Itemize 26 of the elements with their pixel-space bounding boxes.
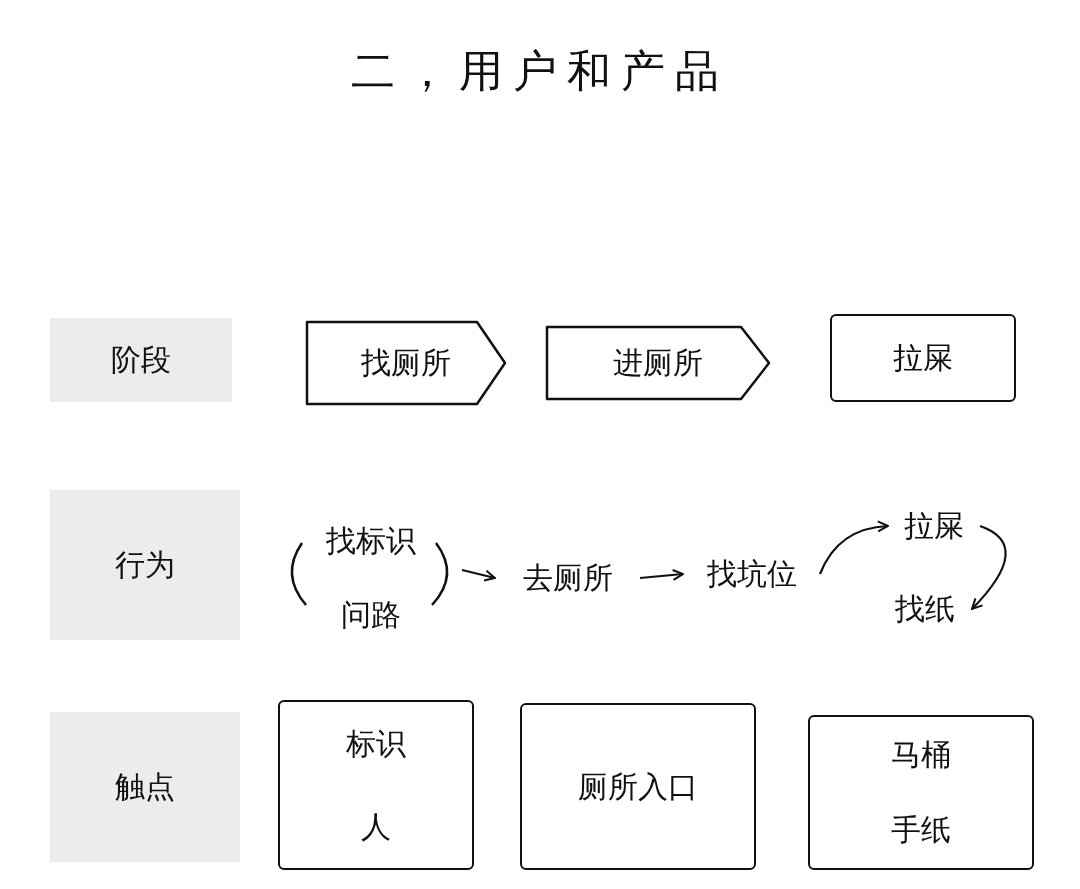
arrow [819, 520, 889, 575]
node-text: 进厕所 [613, 345, 703, 381]
arrow [639, 568, 684, 581]
action-text: 拉屎 [904, 508, 964, 544]
row-label: 行为 [115, 547, 175, 583]
action-text: 找坑位 [706, 556, 797, 592]
touchpoint-box [278, 700, 474, 870]
node-text: 马桶 [891, 736, 951, 773]
action-text: 去厕所 [522, 560, 613, 596]
node-text: 找标识 [326, 523, 416, 559]
title: 二，用户和产品 [350, 44, 730, 98]
node-text: 人 [361, 808, 391, 845]
touchpoint-box [808, 715, 1034, 870]
arrow [461, 568, 496, 582]
node-text: 拉屎 [893, 340, 953, 376]
touchpoint-box [520, 703, 756, 870]
node-text: 厕所入口 [578, 768, 698, 805]
node-text: 手纸 [891, 812, 951, 849]
action-text: 找纸 [895, 591, 955, 627]
row-label: 阶段 [111, 342, 171, 378]
row-label: 触点 [115, 769, 175, 805]
arrow [971, 525, 1007, 610]
node-text: 找厕所 [361, 345, 451, 381]
touchpoint-box [830, 314, 1016, 402]
node-text: 标识 [346, 725, 406, 762]
node-text: 问路 [341, 597, 401, 633]
